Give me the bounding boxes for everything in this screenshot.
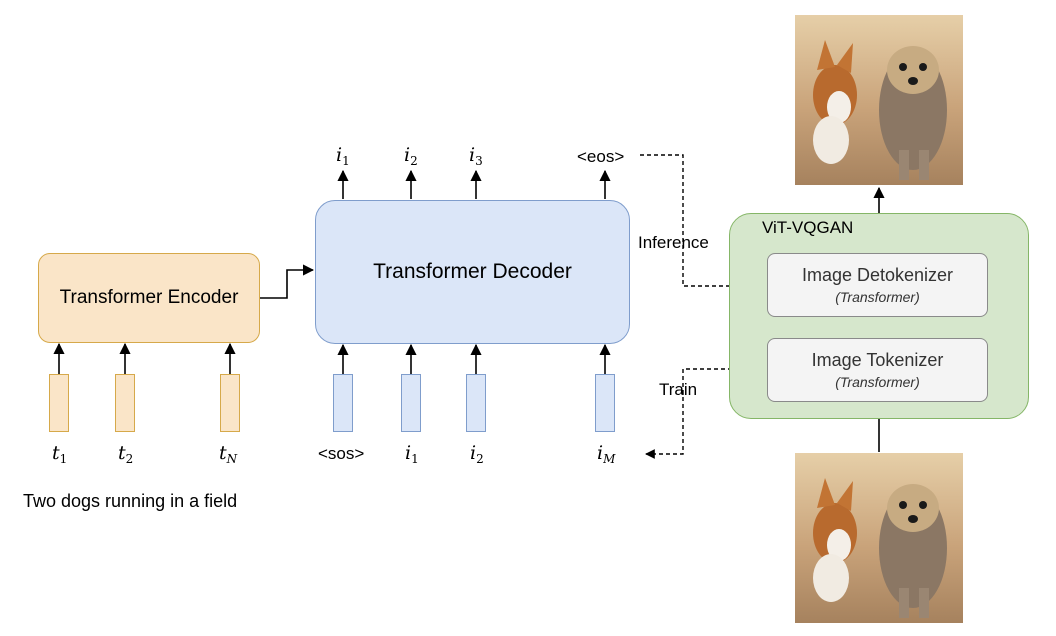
vit-vqgan-title: ViT-VQGAN <box>762 218 854 237</box>
decoder-input-token-bar <box>401 374 421 432</box>
inference-label: Inference <box>638 233 709 252</box>
text-token-bar <box>220 374 240 432</box>
image-detokenizer-label: Image Detokenizer <box>801 265 954 285</box>
decoder-input-label: i2 <box>470 442 484 466</box>
train-label: Train <box>659 380 698 399</box>
text-token-label: tN <box>219 442 238 466</box>
decoder-output-label: i3 <box>469 144 483 168</box>
image-tokenizer-sub: (Transformer) <box>835 374 920 390</box>
image-detokenizer-box: Image Detokenizer (Transformer) <box>767 253 988 317</box>
output-dog-photo <box>795 15 963 185</box>
decoder-input-label: iM <box>597 442 616 466</box>
image-detokenizer-sub: (Transformer) <box>835 289 920 305</box>
text-token-label: t2 <box>118 442 134 466</box>
decoder-output-label-eos: <eos> <box>577 147 625 166</box>
decoder-input-label-sos: <sos> <box>318 444 365 463</box>
decoder-input-token-bar <box>595 374 615 432</box>
image-tokenizer-box: Image Tokenizer (Transformer) <box>767 338 988 402</box>
decoder-output-label: i2 <box>404 144 418 168</box>
text-token-bar <box>115 374 135 432</box>
transformer-decoder-label: Transformer Decoder <box>373 260 572 283</box>
decoder-input-label: i1 <box>405 442 419 466</box>
text-token-bar <box>49 374 69 432</box>
transformer-decoder-box: Transformer Decoder <box>315 200 630 344</box>
text-token-label: t1 <box>52 442 68 466</box>
image-tokenizer-label: Image Tokenizer <box>811 350 944 370</box>
input-dog-photo <box>795 453 963 623</box>
transformer-encoder-box: Transformer Encoder <box>38 253 260 343</box>
transformer-encoder-label: Transformer Encoder <box>59 287 239 308</box>
arrow-encoder-decoder <box>260 264 315 299</box>
decoder-output-label: i1 <box>336 144 350 168</box>
caption-text: Two dogs running in a field <box>23 491 238 511</box>
decoder-input-token-bar <box>466 374 486 432</box>
decoder-input-token-bar <box>333 374 353 432</box>
